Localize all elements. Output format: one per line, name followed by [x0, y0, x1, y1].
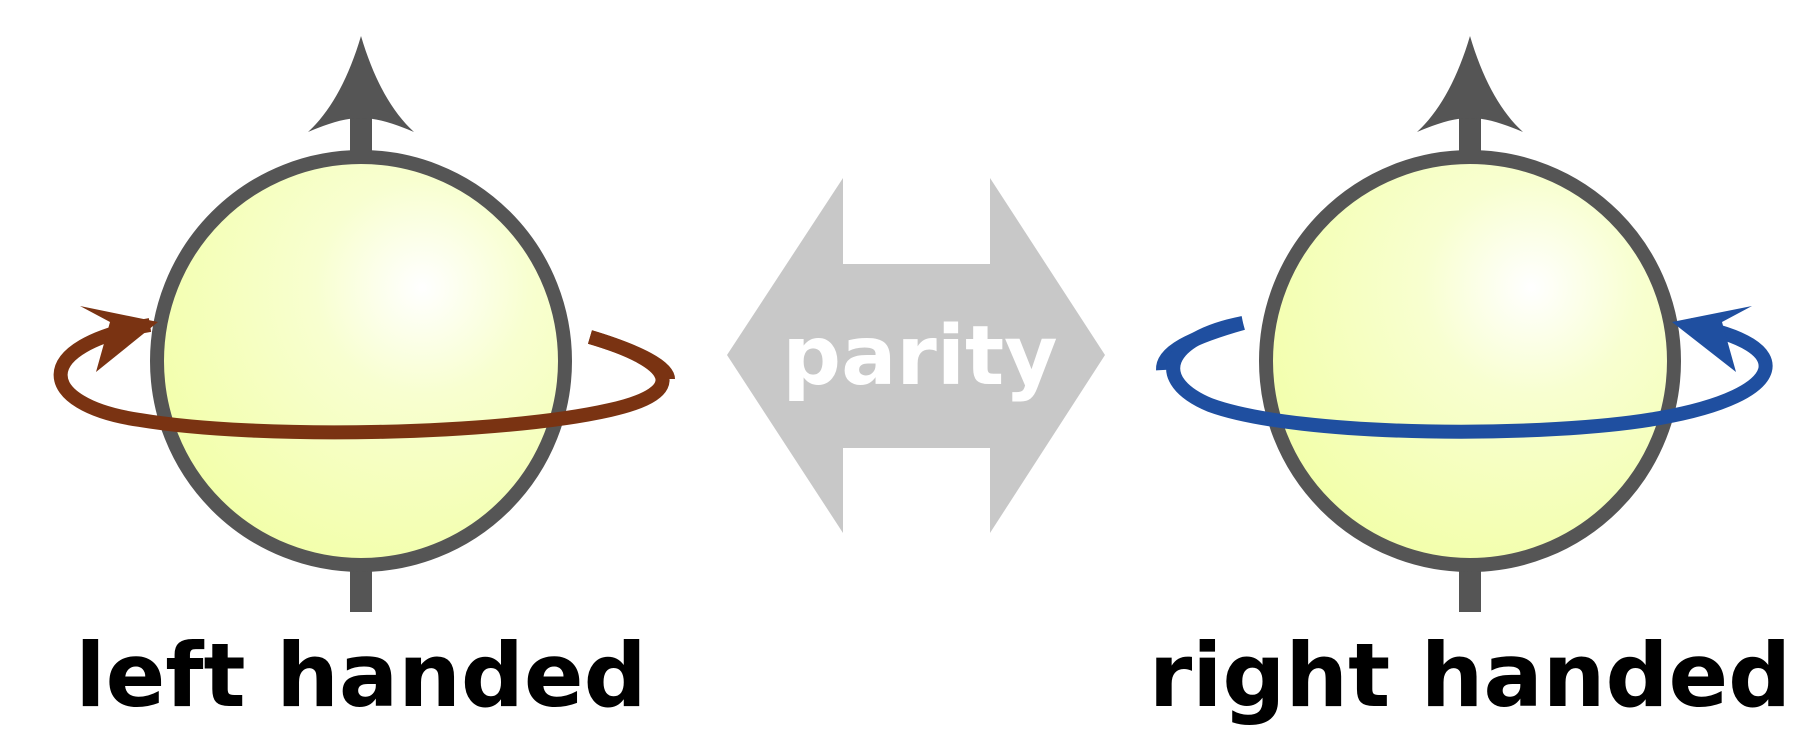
left-rotation-arrowhead — [80, 306, 158, 372]
left-handed-particle — [53, 36, 675, 612]
parity-double-arrow: parity — [727, 178, 1105, 533]
parity-label: parity — [782, 309, 1057, 404]
right-handed-particle — [1156, 36, 1773, 612]
left-handed-label: left handed — [75, 624, 646, 727]
right-sphere — [1259, 150, 1681, 572]
left-sphere — [150, 150, 572, 572]
right-rotation-ring — [1166, 316, 1773, 439]
parity-arrow-shape — [727, 178, 1105, 533]
right-rotation-arrowhead — [1672, 306, 1752, 372]
left-rotation-ring — [53, 318, 670, 440]
left-spin-arrowhead-icon — [308, 36, 414, 132]
right-spin-arrowhead-icon — [1417, 36, 1523, 132]
right-handed-label: right handed — [1149, 624, 1791, 727]
